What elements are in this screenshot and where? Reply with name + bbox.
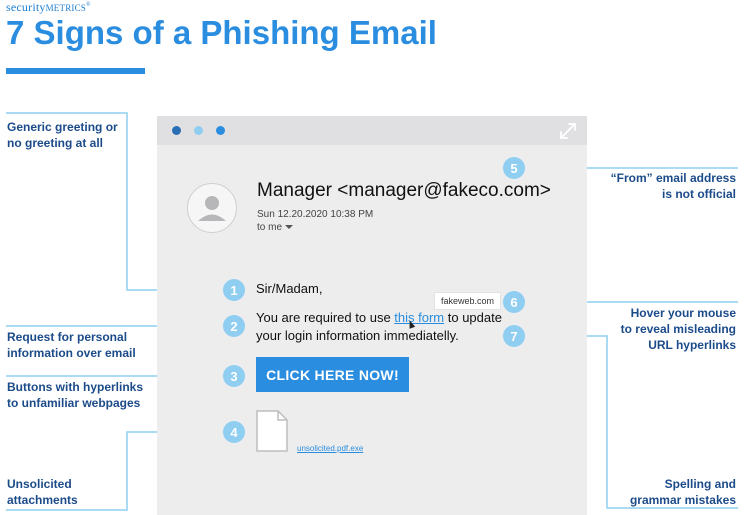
email-date: Sun 12.20.2020 10:38 PM (257, 209, 374, 220)
email-body-line-2: your login information immediatelly. (256, 328, 459, 343)
marker-1: 1 (223, 279, 245, 301)
window-dot-maximize[interactable] (216, 126, 225, 135)
chevron-down-icon (285, 225, 294, 230)
marker-3: 3 (223, 365, 245, 387)
recipient-toggle[interactable]: to me (257, 222, 294, 233)
sender-address: Manager <manager@fakeco.com> (257, 180, 551, 201)
marker-2: 2 (223, 315, 245, 337)
email-body-line-1: You are required to use this form to upd… (256, 310, 502, 325)
expand-icon[interactable] (559, 122, 577, 140)
marker-4: 4 (223, 421, 245, 443)
file-icon[interactable] (256, 410, 288, 452)
window-dot-minimize[interactable] (194, 126, 203, 135)
click-here-button[interactable]: CLICK HERE NOW! (256, 357, 409, 392)
form-link[interactable]: this form (394, 310, 445, 325)
page-title: 7 Signs of a Phishing Email (6, 14, 437, 51)
sender-avatar (187, 183, 237, 233)
attachment-link[interactable]: unsolicited.pdf.exe (297, 444, 364, 453)
marker-5: 5 (503, 157, 525, 179)
link-tooltip: fakeweb.com (434, 292, 502, 310)
marker-7: 7 (503, 325, 525, 347)
title-underline (6, 68, 145, 74)
brand-logo: securityMETRICS® (6, 0, 91, 14)
window-titlebar (157, 116, 587, 145)
window-dot-close[interactable] (172, 126, 181, 135)
marker-6: 6 (503, 291, 525, 313)
person-icon (198, 196, 226, 221)
email-greeting: Sir/Madam, (256, 281, 323, 296)
